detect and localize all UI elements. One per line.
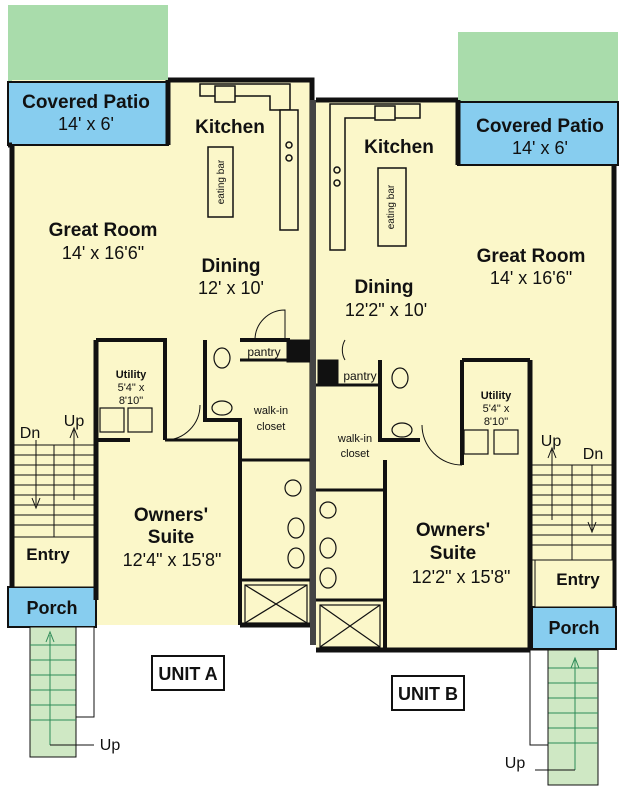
unit-b-owners-size: 12'2" x 15'8" xyxy=(412,567,511,587)
unit-b-interior-walls xyxy=(316,358,533,650)
unit-b-great-room-size: 14' x 16'6" xyxy=(490,268,572,288)
unit-b-pantry-label: pantry xyxy=(343,369,376,383)
unit-b-patio-title: Covered Patio xyxy=(476,116,604,137)
unit-b-utility-size-1: 5'4" x xyxy=(483,403,510,415)
unit-a-patio-size: 14' x 6' xyxy=(58,114,114,134)
unit-b-great-room-label: Great Room xyxy=(477,246,586,267)
unit-a-porch-label: Porch xyxy=(26,598,77,618)
lawn-a xyxy=(8,5,168,83)
unit-a-utility-size-2: 8'10" xyxy=(119,395,143,407)
unit-b-porch-label: Porch xyxy=(548,618,599,638)
unit-a-interior-walls xyxy=(93,338,312,625)
unit-b-dn-label: Dn xyxy=(583,446,603,463)
unit-b-eating-bar: eating bar xyxy=(386,184,397,229)
unit-b-dining-label: Dining xyxy=(354,277,413,298)
unit-b-up-label: Up xyxy=(541,433,562,450)
unit-b-walls xyxy=(316,97,617,653)
unit-a-patio-title: Covered Patio xyxy=(22,92,150,113)
unit-b-entry-area xyxy=(534,559,614,608)
unit-a-entry-label: Entry xyxy=(26,545,70,564)
unit-b-stairs xyxy=(531,446,613,561)
unit-b-step-lines xyxy=(535,656,598,771)
unit-a-label-box xyxy=(151,655,225,691)
unit-a-exterior-steps xyxy=(29,626,77,758)
unit-a-owners-size: 12'4" x 15'8" xyxy=(123,550,222,570)
unit-a-dining-size: 12' x 10' xyxy=(198,278,264,298)
unit-a-walkin-2: closet xyxy=(257,421,286,433)
unit-a-owners-1: Owners' xyxy=(134,505,208,526)
unit-b-walkin-2: closet xyxy=(341,448,370,460)
unit-a-rail xyxy=(75,626,95,718)
unit-a-great-room-label: Great Room xyxy=(49,220,158,241)
unit-b-patio xyxy=(457,101,619,166)
unit-a-eating-bar: eating bar xyxy=(216,159,227,204)
unit-a-bath-fixtures xyxy=(211,347,308,624)
unit-b-walkin-1: walk-in xyxy=(337,433,372,445)
unit-a-walkin-1: walk-in xyxy=(253,405,288,417)
unit-a-utility-size-1: 5'4" x xyxy=(118,382,145,394)
unit-a-up-label: Up xyxy=(64,413,85,430)
unit-a-doors xyxy=(164,309,286,441)
unit-b-dining-size: 12'2" x 10' xyxy=(345,300,427,320)
unit-b-kitchen-counters xyxy=(329,103,421,251)
unit-b-patio-size: 14' x 6' xyxy=(512,138,568,158)
unit-a-kitchen-label: Kitchen xyxy=(195,117,265,138)
unit-b-floor xyxy=(316,102,614,650)
unit-a-label: UNIT A xyxy=(158,664,217,684)
unit-a-utility-label: Utility xyxy=(116,369,147,381)
unit-a-washer-dryer xyxy=(99,407,153,433)
lawn-b xyxy=(458,32,618,102)
unit-a-kitchen-counters xyxy=(199,83,299,231)
unit-a-great-room-size: 14' x 16'6" xyxy=(62,243,144,263)
unit-a-owners-2: Suite xyxy=(148,527,194,548)
unit-a-dn-label: Dn xyxy=(20,425,40,442)
unit-a-patio xyxy=(7,81,169,146)
unit-a-floor xyxy=(12,80,312,625)
unit-a-steps-up-label: Up xyxy=(100,737,121,754)
unit-b-utility-size-2: 8'10" xyxy=(484,416,508,428)
unit-b-rail xyxy=(529,649,549,746)
unit-a-dining-label: Dining xyxy=(201,256,260,277)
unit-b-kitchen-label: Kitchen xyxy=(364,137,434,158)
unit-b-utility-label: Utility xyxy=(481,390,512,402)
unit-b-label: UNIT B xyxy=(398,684,458,704)
unit-a-step-lines xyxy=(30,630,94,746)
unit-b-doors xyxy=(341,339,463,466)
unit-b-washer-dryer xyxy=(463,429,519,455)
unit-b-owners-2: Suite xyxy=(430,543,476,564)
unit-b-steps-up-label: Up xyxy=(505,755,526,772)
party-wall xyxy=(310,100,316,645)
unit-a-pantry-label: pantry xyxy=(247,345,280,359)
unit-b-bath-fixtures xyxy=(319,367,413,648)
unit-b-owners-1: Owners' xyxy=(416,520,490,541)
unit-b-label-box xyxy=(391,675,465,711)
unit-b-exterior-steps xyxy=(547,649,599,786)
unit-b-entry-label: Entry xyxy=(556,570,600,589)
unit-a-stairs xyxy=(13,426,95,538)
